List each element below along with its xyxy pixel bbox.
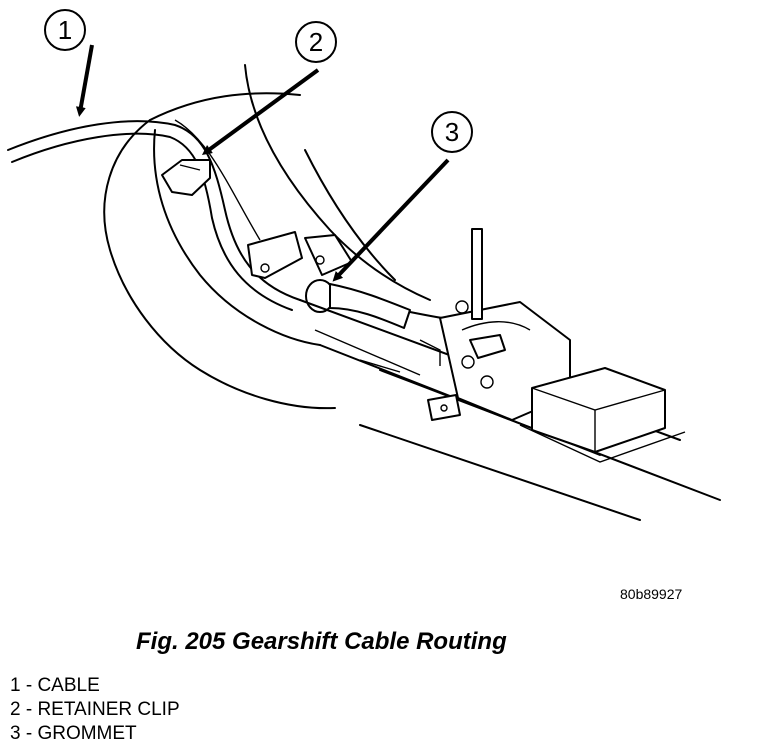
callout-2-circle <box>295 21 337 63</box>
callout-1: 1 <box>44 9 94 117</box>
callout-2: 2 <box>201 21 337 155</box>
legend-item-grommet: 3 - GROMMET <box>10 723 137 744</box>
legend-item-cable: 1 - CABLE <box>10 675 100 696</box>
callout-3-circle <box>431 111 473 153</box>
callout-1-leader <box>75 44 94 117</box>
dash-panel <box>103 64 431 410</box>
callout-2-leader <box>201 68 320 155</box>
callout-3-leader <box>332 158 450 282</box>
callout-1-label: 1 <box>58 15 72 45</box>
figure-caption: Fig. 205 Gearshift Cable Routing <box>136 628 507 655</box>
callout-2-label: 2 <box>309 27 323 57</box>
control-module <box>519 367 686 463</box>
legend: 1 - CABLE 2 - RETAINER CLIP 3 - GROMMET <box>10 674 180 746</box>
callout-1-circle <box>44 9 86 51</box>
legend-item-retainer-clip: 2 - RETAINER CLIP <box>10 699 180 720</box>
gearshift-cable-diagram: 1 2 3 <box>7 9 721 521</box>
callout-3: 3 <box>332 111 473 282</box>
figure-id: 80b89927 <box>620 586 683 602</box>
callout-3-label: 3 <box>445 117 459 147</box>
bracket-left <box>247 231 303 279</box>
retainer-clip <box>161 159 211 196</box>
console-clip <box>427 394 461 421</box>
